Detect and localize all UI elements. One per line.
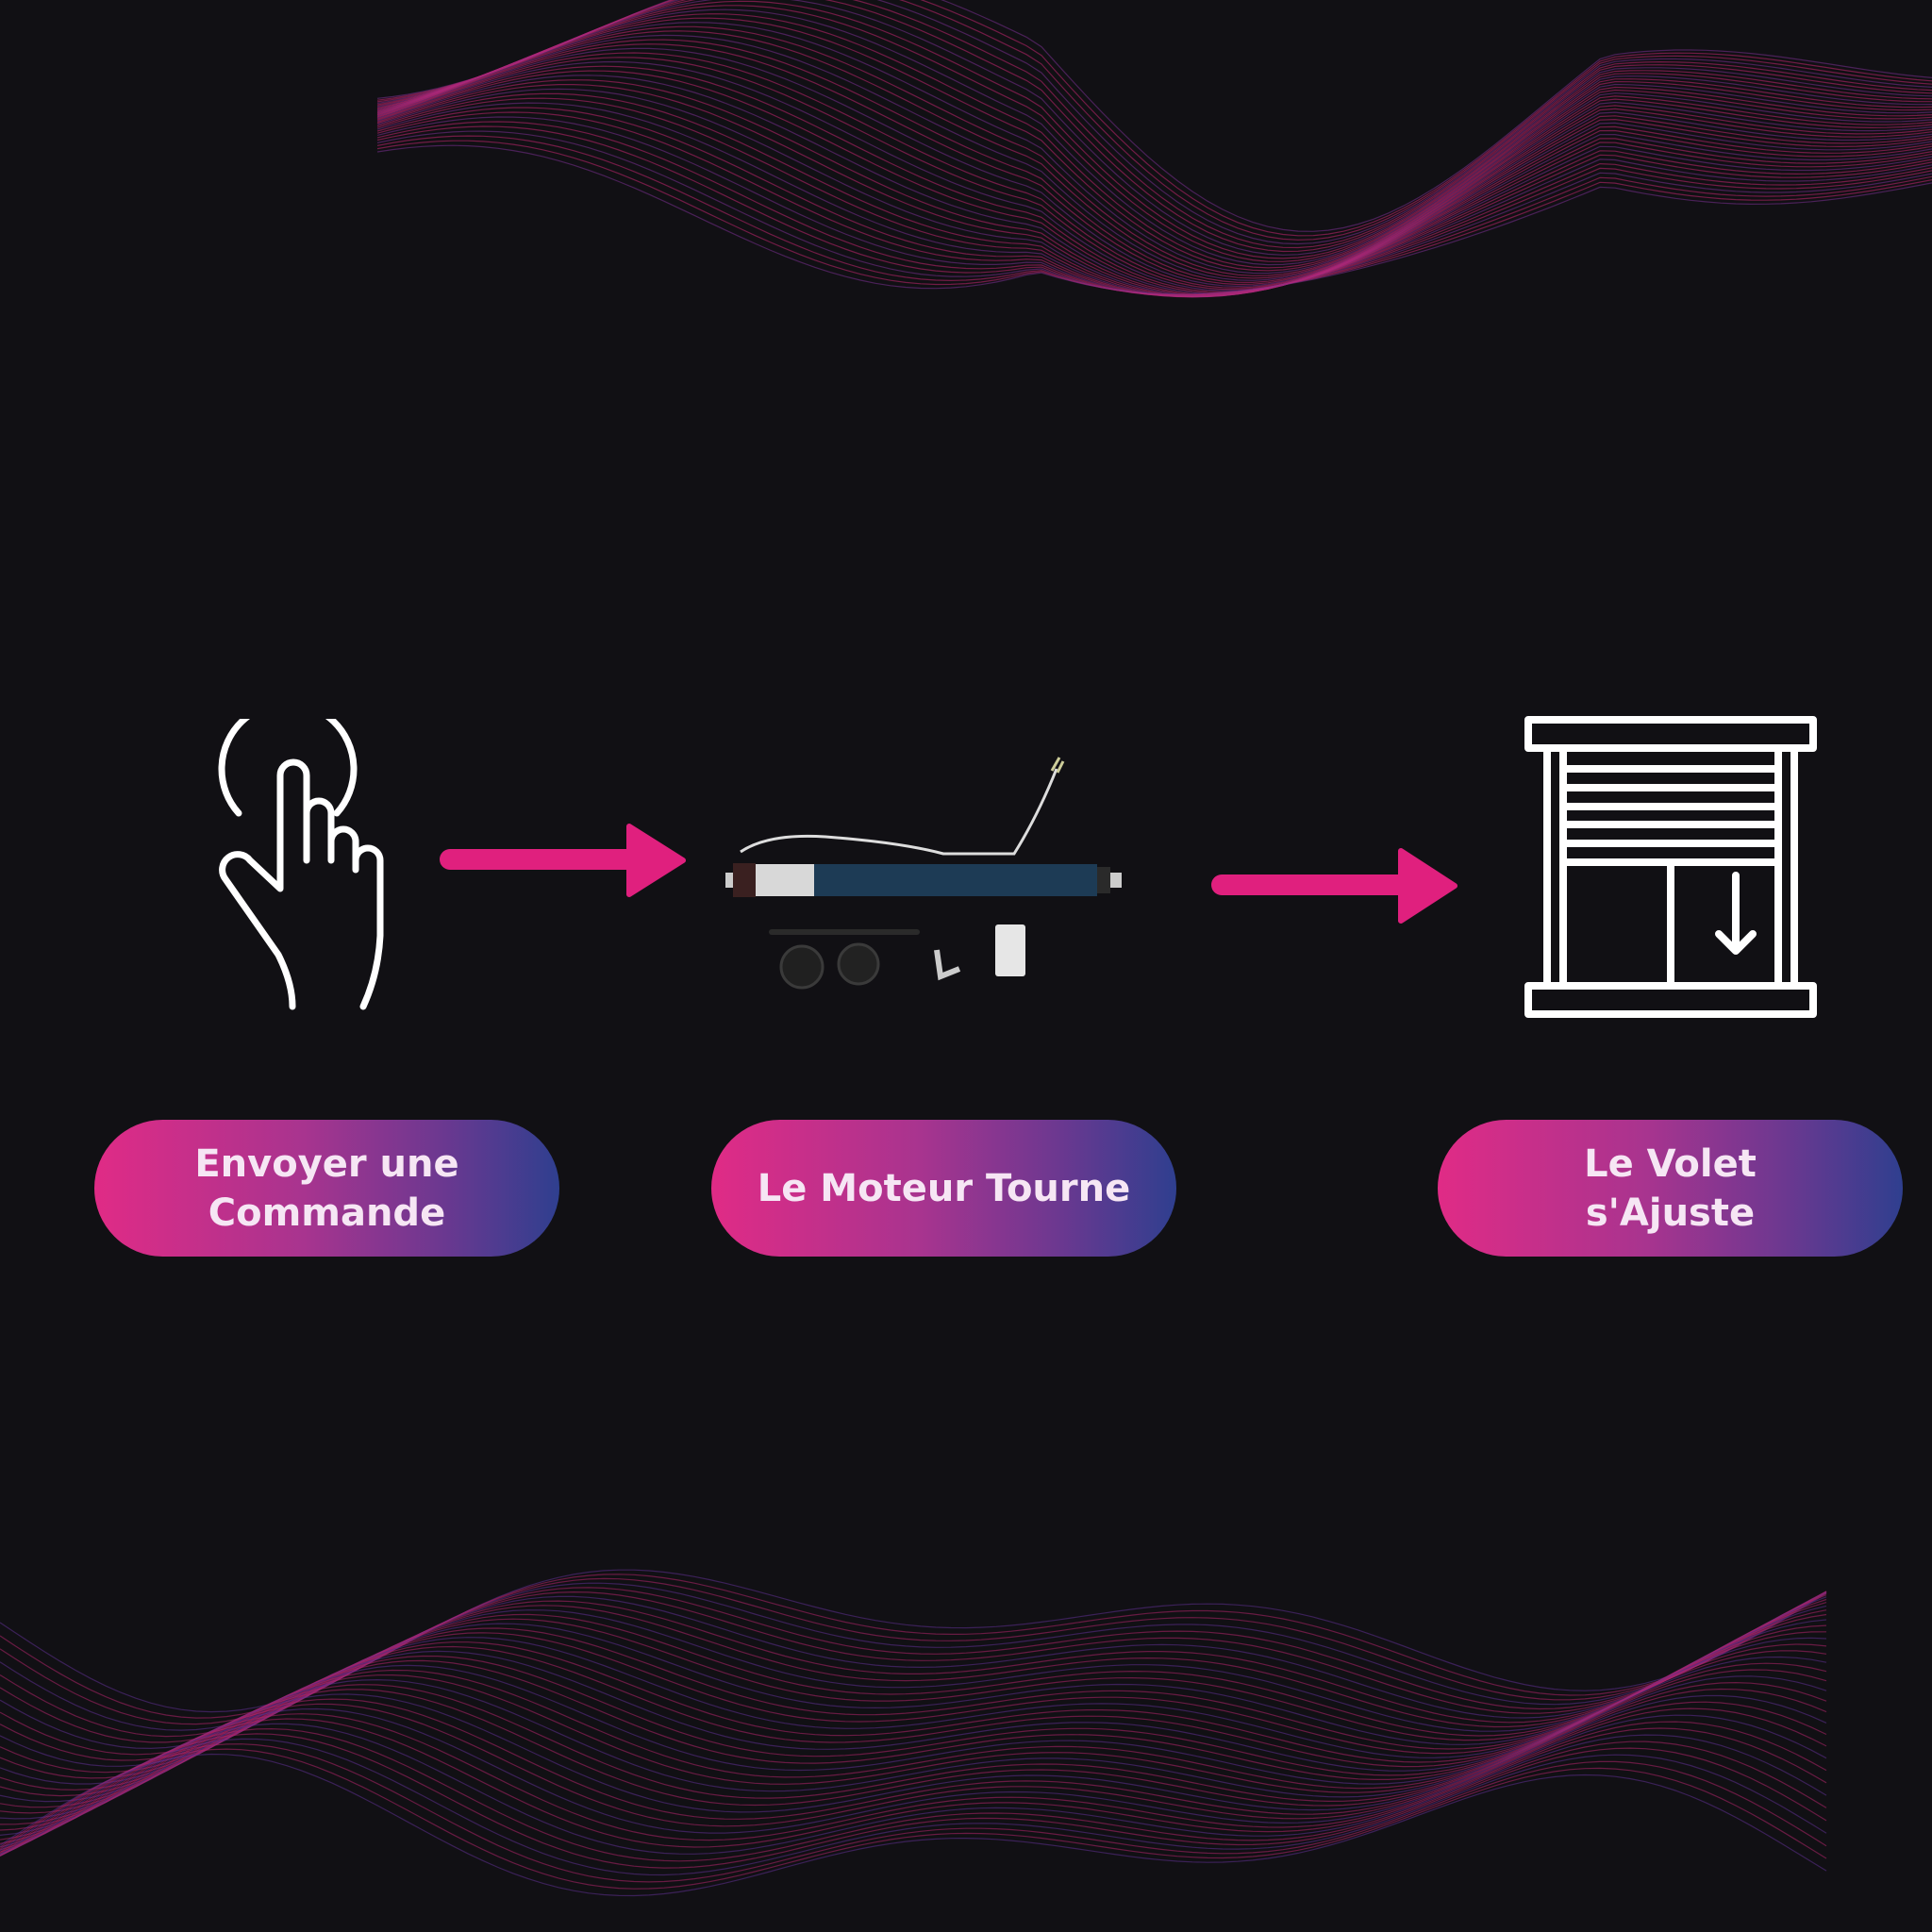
step-label-text: Le Moteur Tourne <box>757 1166 1131 1210</box>
roller-shutter-icon <box>1524 716 1817 1018</box>
arrow-right-icon <box>440 824 686 897</box>
step-label-text: Le Volet s'Ajuste <box>1584 1141 1757 1235</box>
arrow-right-icon <box>1211 848 1457 924</box>
decorative-waves-top <box>376 0 1932 298</box>
step-label-motor-turns: Le Moteur Tourne <box>711 1120 1176 1257</box>
step-label-send-command: Envoyer une Commande <box>94 1120 559 1257</box>
step-label-shutter-adjusts: Le Volet s'Ajuste <box>1438 1120 1903 1257</box>
tubular-motor-image <box>725 757 1122 990</box>
hand-tap-icon <box>218 719 384 1010</box>
step-label-text: Envoyer une Commande <box>194 1141 459 1235</box>
decorative-waves-bottom <box>0 1569 1827 1897</box>
